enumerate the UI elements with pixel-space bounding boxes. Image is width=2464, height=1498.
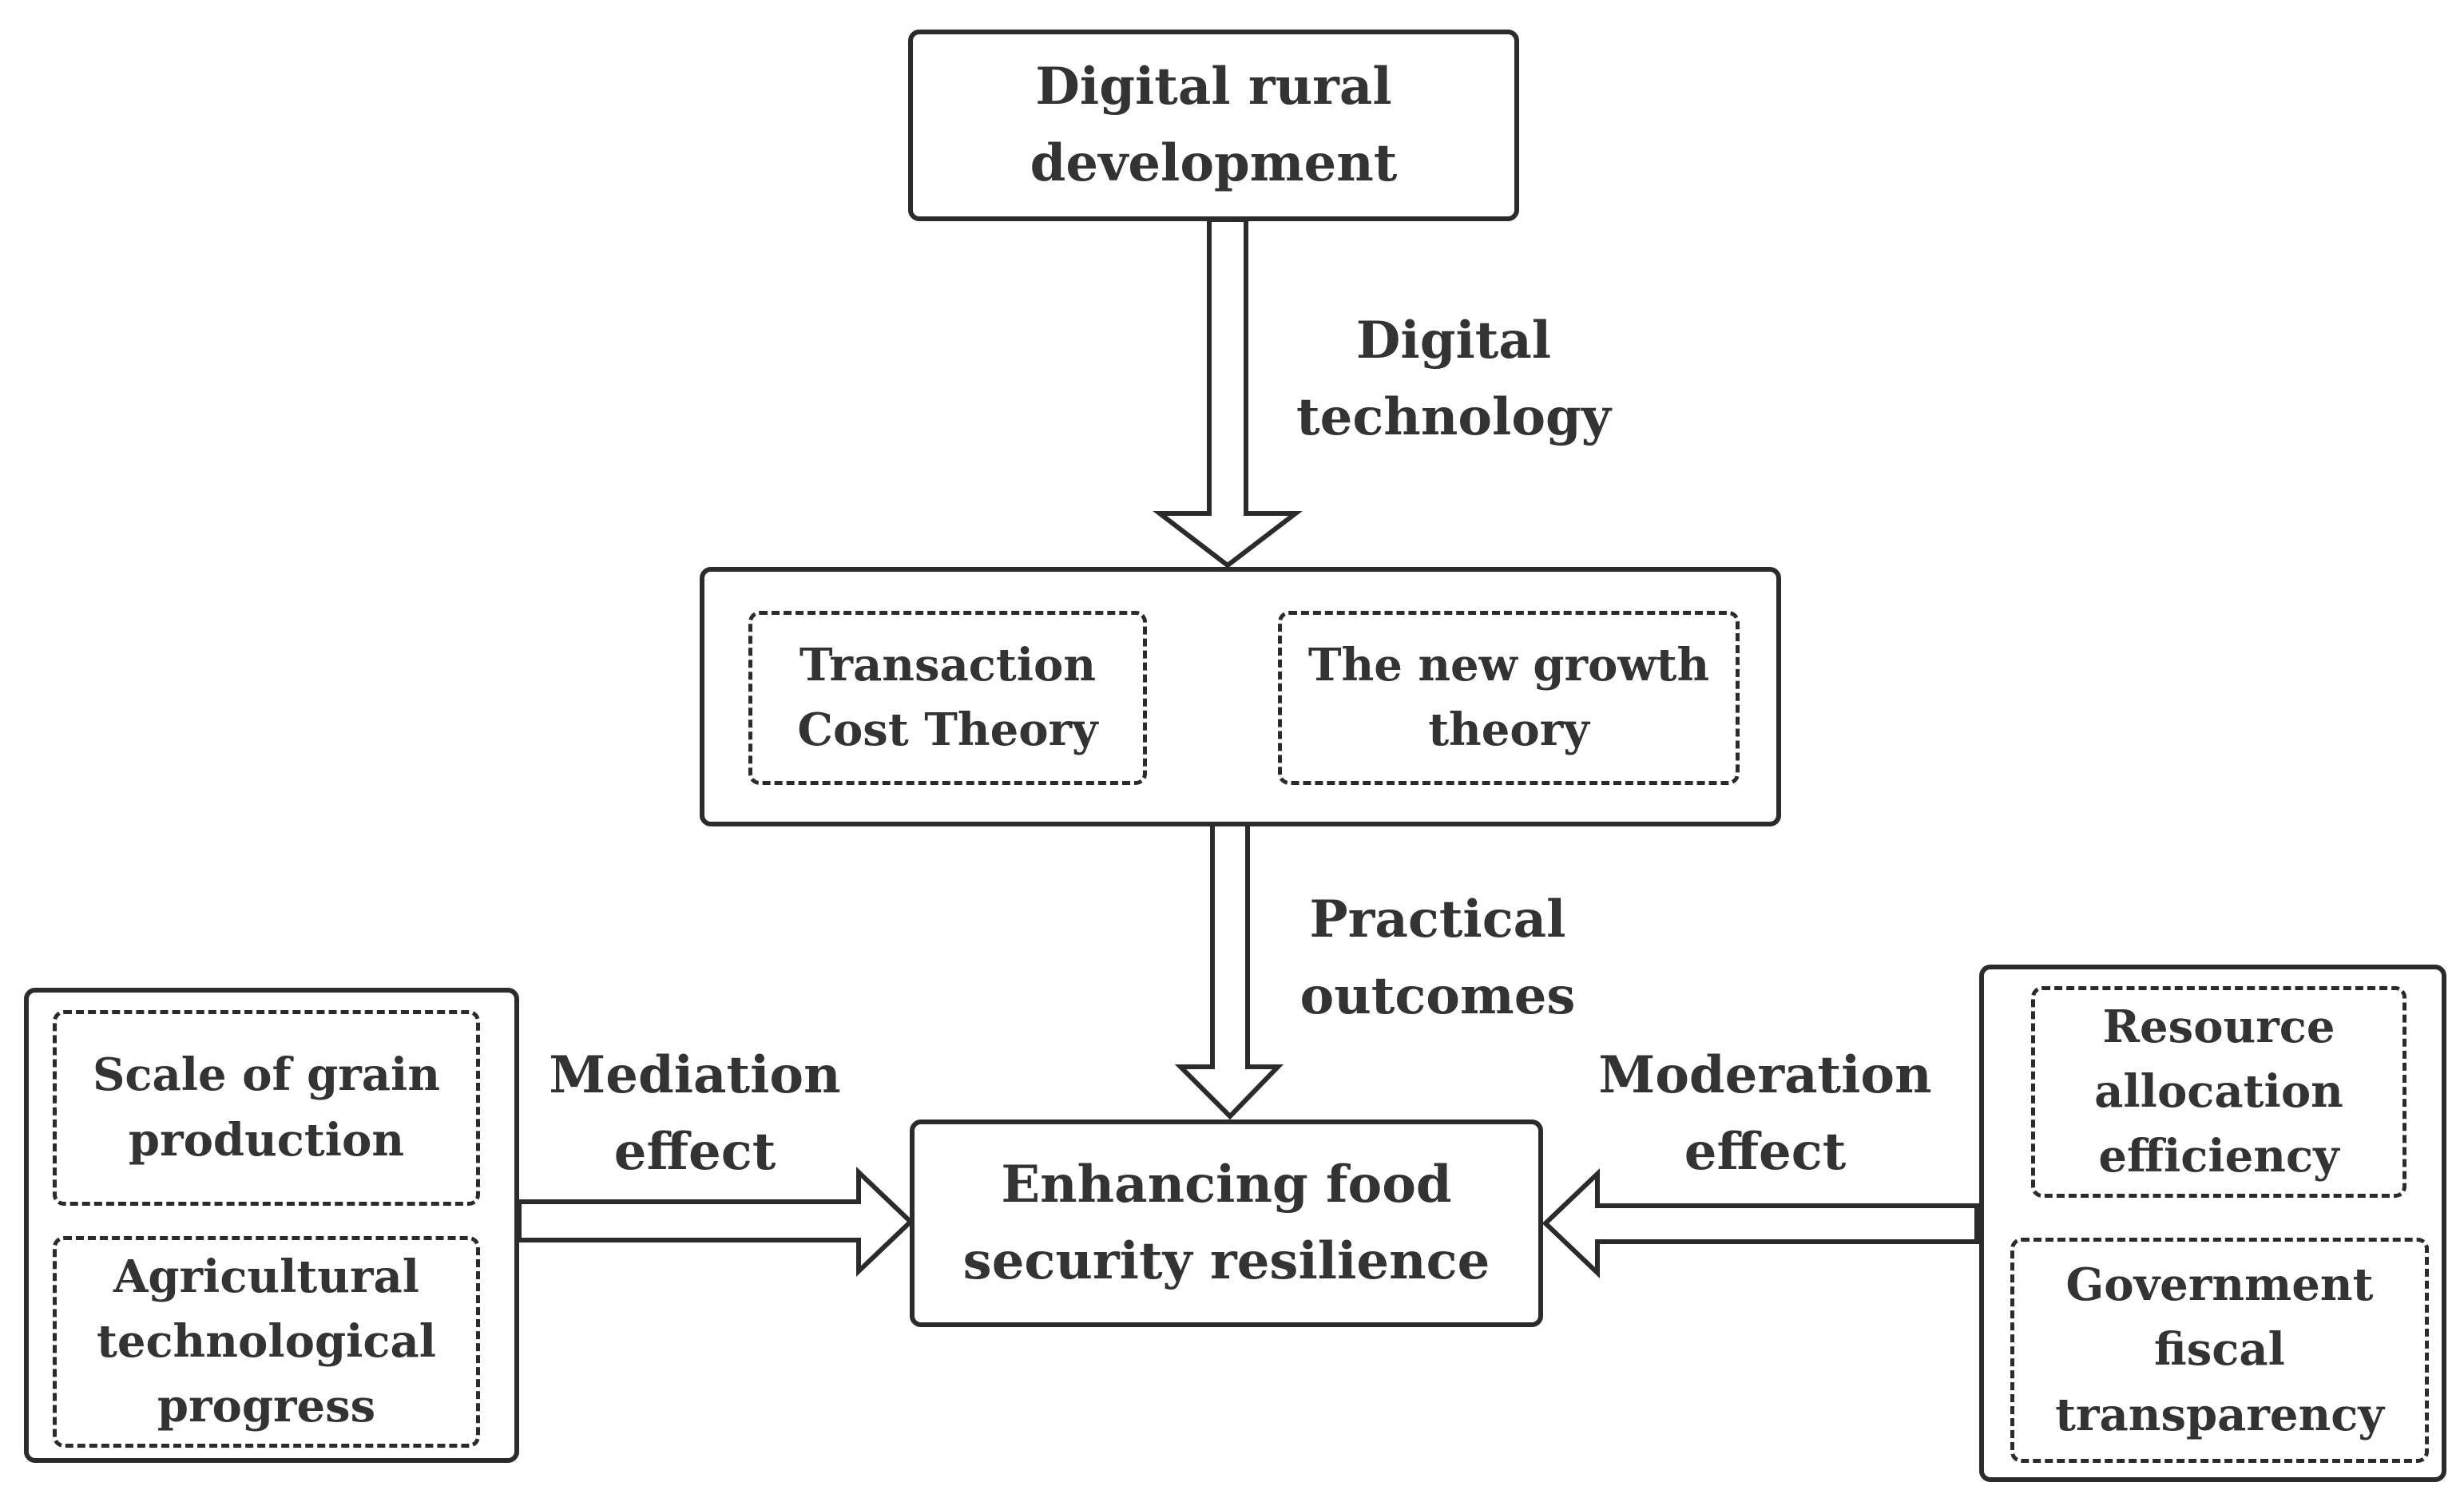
- edge-label-moderation-effect: Moderation effect: [1598, 1034, 1931, 1194]
- node-transaction-cost-theory-label: Transaction Cost Theory: [748, 611, 1147, 785]
- top-line-2: development: [1030, 133, 1398, 193]
- transaction-line-1: Transaction: [799, 638, 1097, 692]
- agri-line-3: progress: [157, 1380, 376, 1433]
- practical-line-2: outcomes: [1299, 966, 1576, 1026]
- resource-line-2: allocation: [2094, 1064, 2343, 1118]
- node-resource-allocation-efficiency: [2031, 986, 2406, 1198]
- moderation-line-2: effect: [1684, 1122, 1847, 1182]
- growth-line-2: theory: [1428, 703, 1589, 756]
- mediation-line-1: Mediation: [549, 1045, 841, 1105]
- arrow-middle-to-bottom: [1174, 822, 1284, 1120]
- moderation-line-1: Moderation: [1598, 1045, 1932, 1105]
- node-agricultural-technological-progress-label: Agricultural technological progress: [53, 1236, 480, 1448]
- gov-line-3: transparency: [2055, 1388, 2384, 1441]
- resource-line-1: Resource: [2102, 1000, 2335, 1053]
- agri-line-1: Agricultural: [113, 1250, 420, 1303]
- edge-label-practical-outcomes: Practical outcomes: [1299, 878, 1576, 1038]
- mediation-line-2: effect: [613, 1122, 776, 1182]
- node-new-growth-theory: [1278, 611, 1740, 785]
- growth-line-1: The new growth: [1307, 638, 1710, 692]
- agri-line-2: technological: [96, 1314, 437, 1368]
- node-scale-of-grain-production: [53, 1010, 480, 1206]
- edge-label-digital-technology: Digital technology: [1296, 299, 1611, 459]
- node-government-fiscal-transparency-label: Government fiscal transparency: [2010, 1238, 2429, 1463]
- digital-technology-line-2: technology: [1296, 387, 1611, 447]
- node-new-growth-theory-label: The new growth theory: [1278, 611, 1740, 785]
- node-digital-rural-development: [908, 30, 1519, 221]
- bottom-line-1: Enhancing food: [1001, 1155, 1452, 1215]
- node-enhancing-food-security-label: Enhancing food security resilience: [910, 1120, 1543, 1327]
- node-resource-allocation-efficiency-label: Resource allocation efficiency: [2031, 986, 2406, 1198]
- node-scale-of-grain-production-label: Scale of grain production: [53, 1010, 480, 1206]
- top-line-1: Digital rural: [1035, 57, 1392, 117]
- transaction-line-2: Cost Theory: [797, 703, 1098, 756]
- arrow-left-to-bottom: [517, 1166, 915, 1278]
- gov-line-1: Government: [2065, 1258, 2374, 1312]
- digital-technology-line-1: Digital: [1355, 311, 1552, 371]
- edge-label-mediation-effect: Mediation effect: [549, 1034, 841, 1194]
- resource-line-3: efficiency: [2098, 1130, 2339, 1183]
- bottom-line-2: security resilience: [962, 1231, 1490, 1291]
- node-enhancing-food-security: [910, 1120, 1543, 1327]
- arrow-right-to-bottom: [1541, 1167, 1979, 1279]
- node-government-fiscal-transparency: [2010, 1238, 2429, 1463]
- grain-line-2: production: [128, 1113, 405, 1167]
- arrow-top-to-middle: [1153, 217, 1303, 569]
- practical-line-1: Practical: [1309, 890, 1566, 949]
- grain-line-1: Scale of grain: [92, 1048, 441, 1102]
- gov-line-2: fiscal: [2154, 1323, 2285, 1377]
- node-transaction-cost-theory: [748, 611, 1147, 785]
- node-digital-rural-development-label: Digital rural development: [908, 30, 1519, 221]
- node-agricultural-technological-progress: [53, 1236, 480, 1448]
